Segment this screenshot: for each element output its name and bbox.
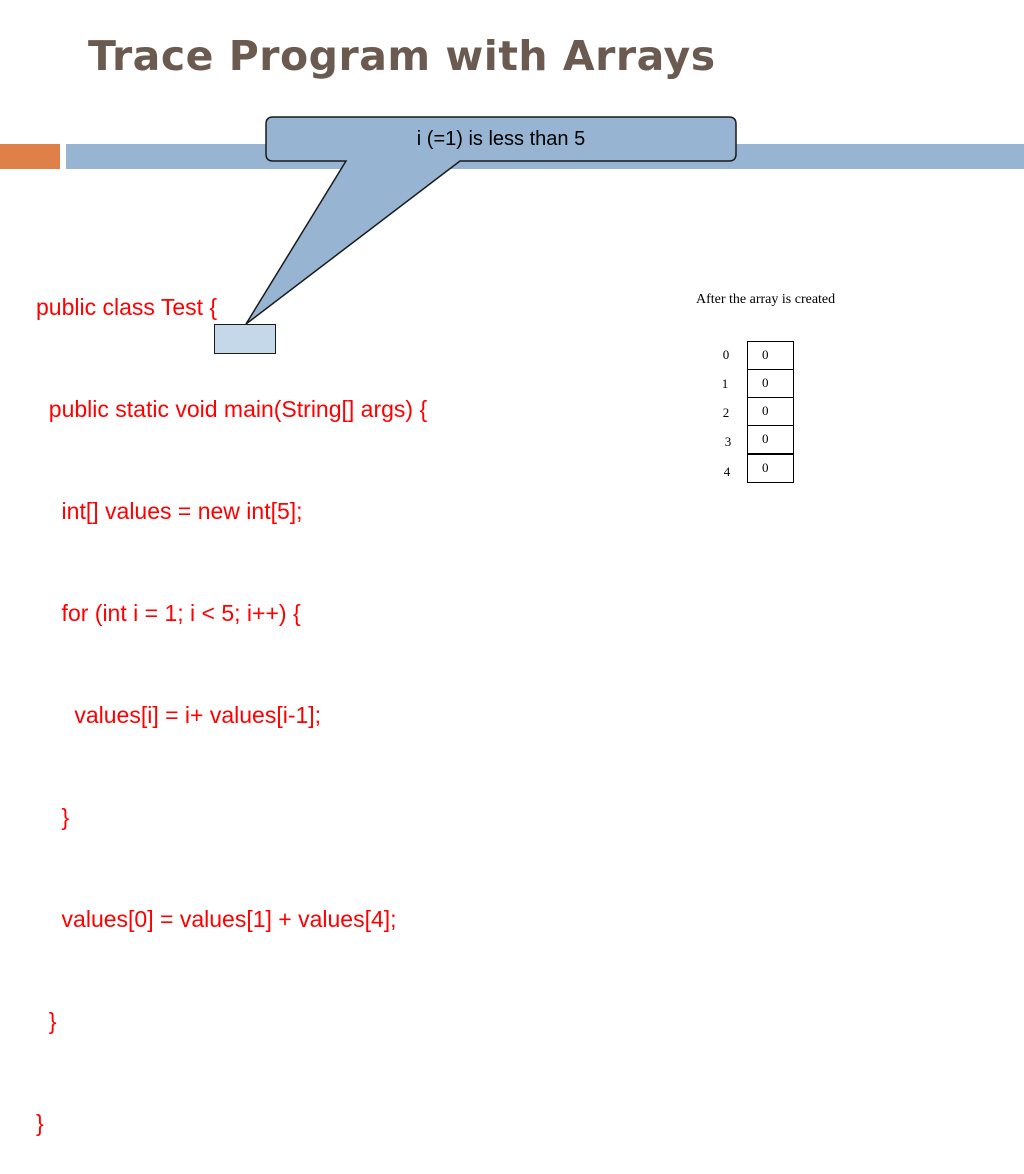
- array-caption: After the array is created: [696, 292, 836, 307]
- code-line: }: [36, 1110, 44, 1136]
- array-cell: 0: [747, 454, 794, 483]
- callout-shape: [245, 116, 737, 325]
- array-index: 3: [724, 434, 732, 449]
- code-line: }: [36, 1008, 57, 1034]
- code-line: public class Test {: [36, 294, 218, 320]
- callout-bubble: [245, 116, 737, 325]
- array-index: 4: [723, 464, 731, 479]
- array-index: 2: [722, 405, 730, 420]
- callout-text: i (=1) is less than 5: [416, 128, 586, 150]
- array-cell: 0: [747, 397, 794, 426]
- slide-title: Trace Program with Arrays: [88, 32, 716, 80]
- code-line: public static void main(String[] args) {: [36, 396, 428, 422]
- array-cell: 0: [747, 425, 794, 454]
- array-cell: 0: [747, 369, 794, 398]
- array-index: 0: [722, 347, 730, 362]
- condition-highlight: [214, 324, 276, 354]
- code-line: values[i] = i+ values[i-1];: [36, 702, 322, 728]
- code-line: values[0] = values[1] + values[4];: [36, 906, 397, 932]
- array-index: 1: [721, 376, 729, 391]
- accent-bar-orange: [0, 144, 60, 169]
- code-line: }: [36, 804, 70, 830]
- code-line: for (int i = 1; i < 5; i++) {: [36, 600, 301, 626]
- array-cell: 0: [747, 341, 794, 370]
- code-line: int[] values = new int[5];: [36, 498, 303, 524]
